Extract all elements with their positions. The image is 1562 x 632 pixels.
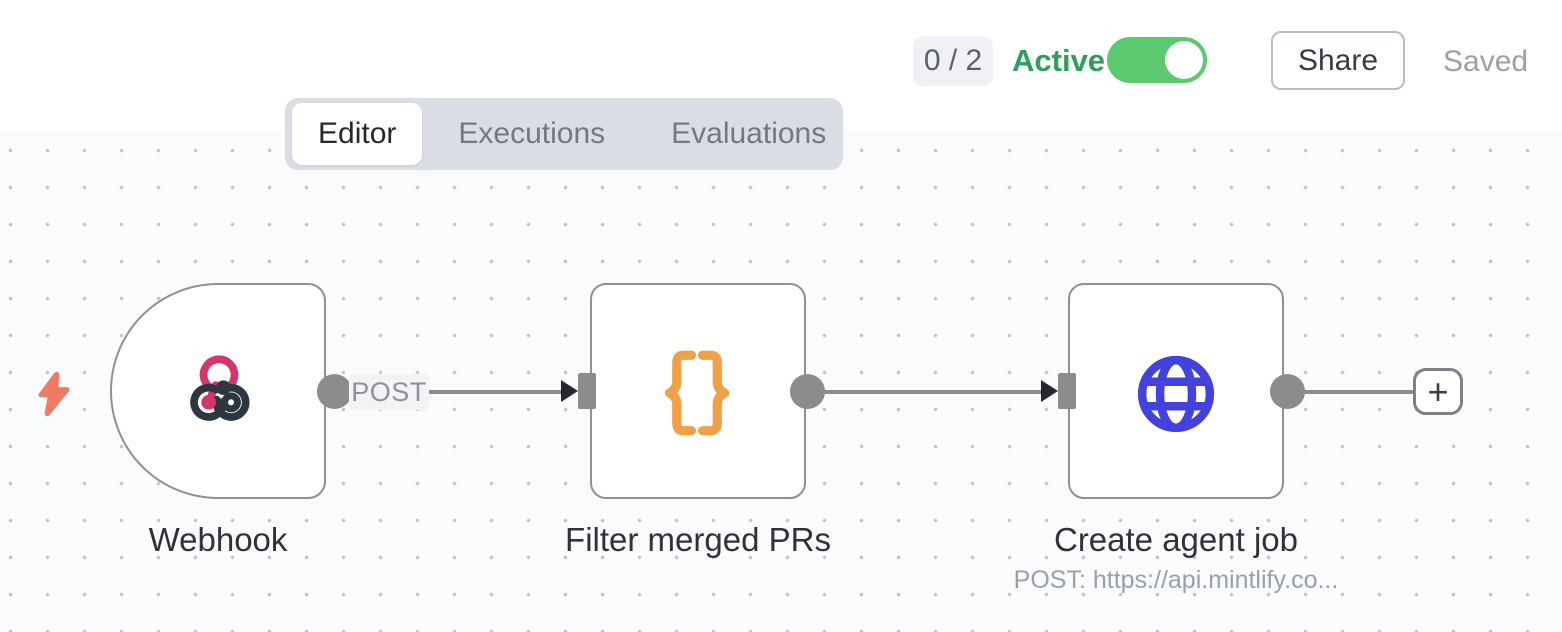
webhook-icon (190, 355, 250, 421)
node-label-webhook: Webhook (148, 521, 288, 558)
add-node-button[interactable]: + (1413, 368, 1463, 415)
connection-create-add (1288, 390, 1413, 394)
output-endpoint-webhook[interactable] (317, 374, 352, 409)
active-toggle[interactable] (1107, 37, 1207, 83)
node-webhook[interactable] (110, 283, 326, 499)
execution-count-badge: 0 / 2 (913, 36, 993, 86)
node-label-create: Create agent job (1053, 521, 1298, 558)
node-sublabel-create: POST: https://api.mintlify.co... (1013, 566, 1339, 594)
input-port-create[interactable] (1058, 373, 1076, 409)
node-label-filter: Filter merged PRs (565, 521, 831, 558)
view-tabs: Editor Executions Evaluations (285, 98, 843, 170)
saved-status: Saved (1443, 45, 1529, 78)
input-arrow-create (1041, 380, 1058, 402)
input-arrow-filter (561, 380, 578, 402)
connection-webhook-filter (335, 390, 562, 394)
tab-evaluations[interactable]: Evaluations (671, 117, 827, 150)
output-endpoint-filter[interactable] (790, 374, 825, 409)
workflow-canvas[interactable]: POST + Webhook Filter merged PRs Create … (0, 130, 1562, 632)
code-braces-icon (664, 350, 730, 436)
trigger-bolt-icon (38, 371, 70, 417)
active-label: Active (1012, 43, 1106, 78)
output-endpoint-create[interactable] (1270, 374, 1305, 409)
node-filter-merged-prs[interactable] (590, 283, 806, 499)
connection-filter-create (808, 390, 1043, 394)
input-port-filter[interactable] (578, 373, 596, 409)
node-create-agent-job[interactable] (1068, 283, 1284, 499)
globe-icon (1137, 355, 1215, 433)
share-button[interactable]: Share (1271, 31, 1405, 90)
connection-label-post: POST (349, 374, 429, 410)
tab-editor[interactable]: Editor (292, 103, 423, 165)
tab-executions[interactable]: Executions (458, 117, 606, 150)
toggle-knob (1165, 41, 1203, 79)
